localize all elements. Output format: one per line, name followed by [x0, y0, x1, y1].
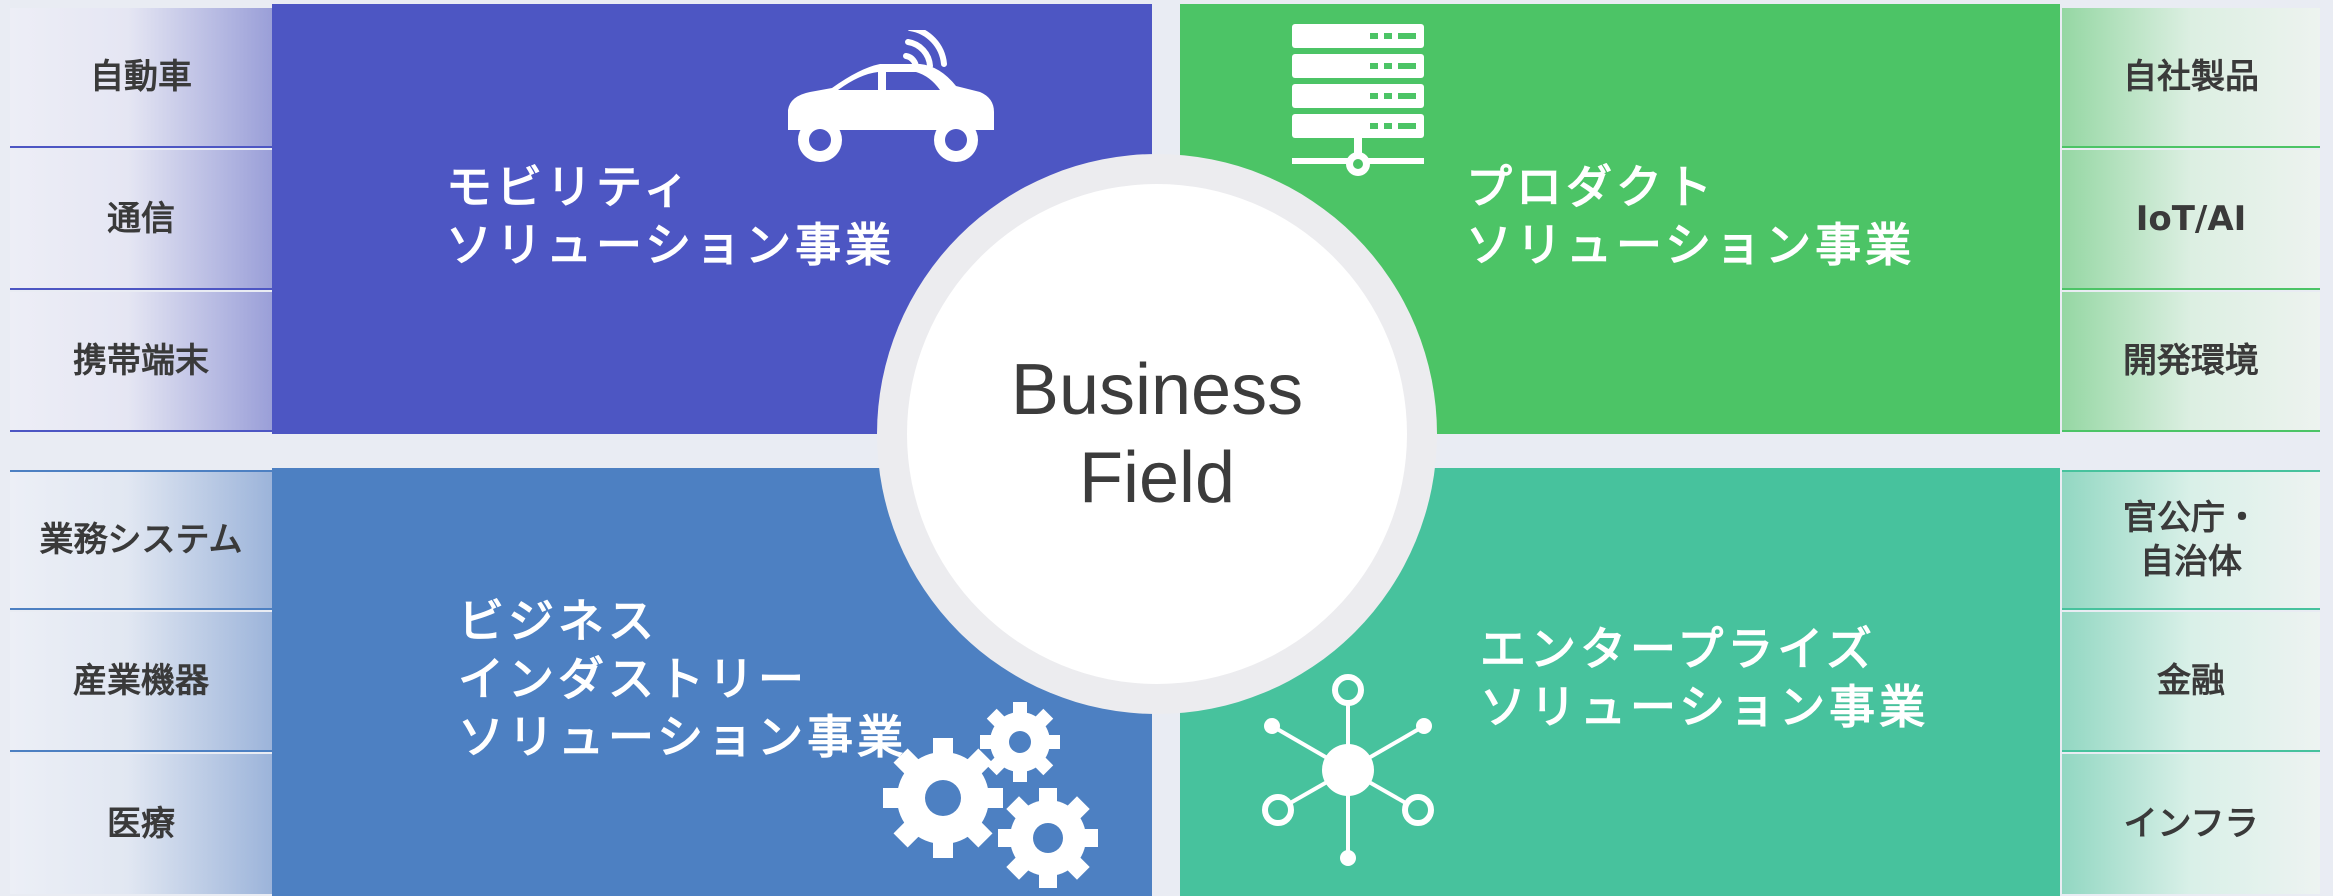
left-bottom-item-0: 業務システム — [10, 470, 272, 610]
right-bottom-item-0-line2: 自治体 — [2140, 542, 2242, 582]
left-top-item-0: 自動車 — [10, 8, 272, 148]
product-title-line1: プロダクト — [1466, 160, 1716, 214]
mobility-title-line2: ソリューション事業 — [446, 218, 896, 272]
mobility-title: モビリティ ソリューション事業 — [446, 158, 895, 274]
center-title-line1: Business — [1010, 350, 1304, 430]
left-top-item-2: 携帯端末 — [10, 292, 272, 432]
business-title-line2: インダストリー — [458, 652, 808, 706]
left-top-item-1: 通信 — [10, 150, 272, 290]
right-bottom-item-1: 金融 — [2062, 612, 2320, 752]
enterprise-title: エンタープライズ ソリューション事業 — [1480, 620, 1929, 736]
gears-icon — [883, 702, 1098, 888]
product-title-line2: ソリューション事業 — [1466, 218, 1916, 272]
network-icon — [1262, 674, 1434, 866]
mobility-title-line1: モビリティ — [446, 160, 694, 214]
right-bottom-item-0: 官公庁・ 自治体 — [2062, 470, 2320, 610]
right-top-item-0: 自社製品 — [2062, 8, 2320, 148]
right-bottom-item-2: インフラ — [2062, 754, 2320, 894]
business-title-line1: ビジネス — [458, 594, 658, 648]
right-top-item-2: 開発環境 — [2062, 292, 2320, 432]
right-bottom-item-0-line1: 官公庁・ — [2123, 497, 2259, 538]
center-circle: Business Field — [907, 184, 1407, 684]
enterprise-title-line2: ソリューション事業 — [1480, 680, 1930, 734]
left-bottom-item-2: 医療 — [10, 754, 272, 894]
center-title-line2: Field — [1078, 438, 1236, 518]
car-signal-icon — [788, 30, 994, 162]
server-icon — [1292, 24, 1424, 176]
right-top-item-1: IoT/AI — [2062, 150, 2320, 290]
business-title: ビジネス インダストリー ソリューション事業 — [458, 592, 907, 766]
product-title: プロダクト ソリューション事業 — [1466, 158, 1915, 274]
left-bottom-item-1: 産業機器 — [10, 612, 272, 752]
enterprise-title-line1: エンタープライズ — [1480, 622, 1876, 676]
business-title-line3: ソリューション事業 — [458, 710, 908, 764]
